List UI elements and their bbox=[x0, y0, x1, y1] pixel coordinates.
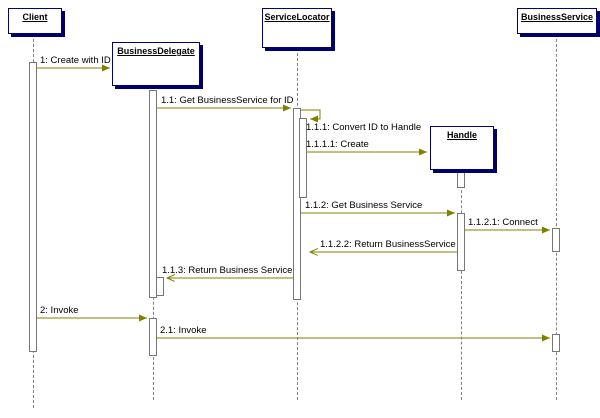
object-box-business-delegate: BusinessDelegate bbox=[112, 42, 200, 86]
message-label-invoke-2: 2.1: Invoke bbox=[160, 325, 207, 336]
message-label-return-businessservice: 1.1.2.2: Return BusinessService bbox=[320, 239, 456, 250]
activation-business-delegate-return bbox=[156, 277, 164, 296]
object-box-business-service: BusinessService bbox=[517, 8, 597, 34]
lifeline-handle bbox=[461, 170, 462, 400]
activation-business-service-1 bbox=[552, 228, 560, 252]
message-label-return-business-service: 1.1.3: Return Business Service bbox=[162, 265, 293, 276]
object-label-business-delegate: BusinessDelegate bbox=[117, 46, 195, 56]
activation-service-locator bbox=[293, 108, 301, 300]
object-box-client: Client bbox=[8, 8, 62, 34]
object-label-client: Client bbox=[22, 12, 48, 22]
activation-handle-2 bbox=[457, 213, 465, 271]
lifeline-business-service bbox=[556, 34, 557, 400]
message-label-get-business-service: 1.1.2: Get Business Service bbox=[305, 200, 423, 211]
message-label-invoke: 2: Invoke bbox=[40, 305, 79, 316]
message-label-get-businessservice-for-id: 1.1: Get BusinessService for ID bbox=[161, 95, 294, 106]
object-label-business-service: BusinessService bbox=[520, 12, 594, 22]
activation-business-service-2 bbox=[552, 334, 560, 352]
object-label-service-locator: ServiceLocator bbox=[264, 12, 330, 22]
message-label-create-with-id: 1: Create with ID bbox=[40, 55, 111, 66]
message-label-create-handle: 1.1.1.1: Create bbox=[306, 139, 369, 150]
activation-client bbox=[29, 62, 37, 352]
activation-business-delegate-1 bbox=[149, 90, 157, 298]
activation-handle-1 bbox=[457, 170, 465, 188]
object-box-handle: Handle bbox=[430, 126, 494, 170]
object-label-handle: Handle bbox=[446, 130, 477, 140]
object-box-service-locator: ServiceLocator bbox=[262, 8, 332, 48]
message-label-convert-id-to-handle: 1.1.1: Convert ID to Handle bbox=[306, 122, 422, 133]
activation-business-delegate-2 bbox=[149, 318, 157, 356]
message-label-connect: 1.1.2.1: Connect bbox=[468, 217, 538, 228]
